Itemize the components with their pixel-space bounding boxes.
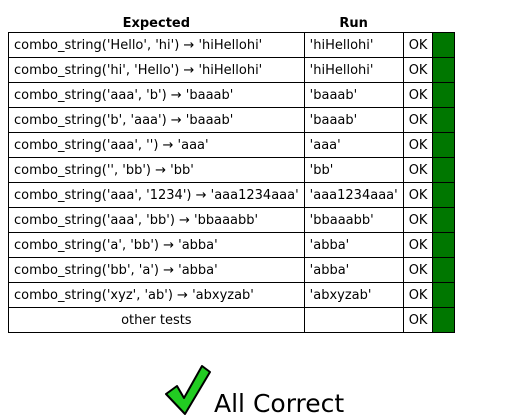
run-cell: 'bbaaabb' [303, 207, 404, 233]
all-correct-text: All Correct [214, 389, 345, 418]
run-cell: 'baaab' [303, 107, 404, 133]
pass-indicator [432, 107, 456, 133]
pass-indicator [432, 82, 456, 108]
run-cell: 'aaa' [303, 132, 404, 158]
pass-indicator [432, 32, 456, 58]
expected-cell: combo_string('Hello', 'hi') → 'hiHellohi… [8, 32, 305, 58]
status-text: OK [402, 107, 434, 133]
pass-indicator [432, 157, 456, 183]
table-row: combo_string('aaa', 'bb') → 'bbaaabb' 'b… [8, 207, 456, 233]
run-cell: 'abba' [303, 257, 404, 283]
expected-cell: combo_string('aaa', '1234') → 'aaa1234aa… [8, 182, 305, 208]
pass-indicator [432, 232, 456, 258]
table-row: combo_string('b', 'aaa') → 'baaab' 'baaa… [8, 107, 456, 133]
other-tests-row: other tests OK [8, 307, 456, 333]
header-row: Expected Run [9, 14, 455, 33]
expected-cell: combo_string('bb', 'a') → 'abba' [8, 257, 305, 283]
status-text: OK [402, 82, 434, 108]
table-row: combo_string('a', 'bb') → 'abba' 'abba' … [8, 232, 456, 258]
pass-indicator [432, 307, 456, 333]
expected-cell: combo_string('hi', 'Hello') → 'hiHellohi… [8, 57, 305, 83]
other-tests-label: other tests [8, 307, 305, 333]
expected-cell: combo_string('a', 'bb') → 'abba' [8, 232, 305, 258]
status-text: OK [402, 132, 434, 158]
pass-indicator [432, 207, 456, 233]
expected-cell: combo_string('aaa', '') → 'aaa' [8, 132, 305, 158]
expected-cell: combo_string('b', 'aaa') → 'baaab' [8, 107, 305, 133]
expected-cell: combo_string('aaa', 'b') → 'baaab' [8, 82, 305, 108]
run-cell: 'bb' [303, 157, 404, 183]
status-header [403, 14, 433, 33]
expected-cell: combo_string('xyz', 'ab') → 'abxyzab' [8, 282, 305, 308]
table-row: combo_string('hi', 'Hello') → 'hiHellohi… [8, 57, 456, 83]
status-text: OK [402, 282, 434, 308]
run-cell: 'hiHellohi' [303, 32, 404, 58]
table-row: combo_string('Hello', 'hi') → 'hiHellohi… [8, 32, 456, 58]
table-row: combo_string('aaa', 'b') → 'baaab' 'baaa… [8, 82, 456, 108]
pass-indicator [432, 257, 456, 283]
expected-header: Expected [122, 15, 191, 31]
run-cell [303, 307, 404, 333]
expected-cell: combo_string('aaa', 'bb') → 'bbaaabb' [8, 207, 305, 233]
status-text: OK [402, 157, 434, 183]
table-row: combo_string('aaa', '1234') → 'aaa1234aa… [8, 182, 456, 208]
status-text: OK [402, 307, 434, 333]
run-cell: 'aaa1234aaa' [303, 182, 404, 208]
checkmark-icon [164, 364, 212, 416]
run-cell: 'hiHellohi' [303, 57, 404, 83]
status-text: OK [402, 182, 434, 208]
pass-indicator [432, 282, 456, 308]
run-cell: 'abxyzab' [303, 282, 404, 308]
result-summary: All Correct [164, 360, 345, 418]
table-row: combo_string('bb', 'a') → 'abba' 'abba' … [8, 257, 456, 283]
status-text: OK [402, 32, 434, 58]
table-row: combo_string('', 'bb') → 'bb' 'bb' OK [8, 157, 456, 183]
status-text: OK [402, 257, 434, 283]
mark-header [433, 14, 455, 33]
results-table: Expected Run combo_string('Hello', 'hi')… [8, 14, 456, 333]
table-row: combo_string('aaa', '') → 'aaa' 'aaa' OK [8, 132, 456, 158]
run-cell: 'abba' [303, 232, 404, 258]
status-text: OK [402, 232, 434, 258]
status-text: OK [402, 57, 434, 83]
table-row: combo_string('xyz', 'ab') → 'abxyzab' 'a… [8, 282, 456, 308]
pass-indicator [432, 57, 456, 83]
run-cell: 'baaab' [303, 82, 404, 108]
run-header: Run [339, 15, 368, 31]
pass-indicator [432, 132, 456, 158]
pass-indicator [432, 182, 456, 208]
expected-cell: combo_string('', 'bb') → 'bb' [8, 157, 305, 183]
status-text: OK [402, 207, 434, 233]
